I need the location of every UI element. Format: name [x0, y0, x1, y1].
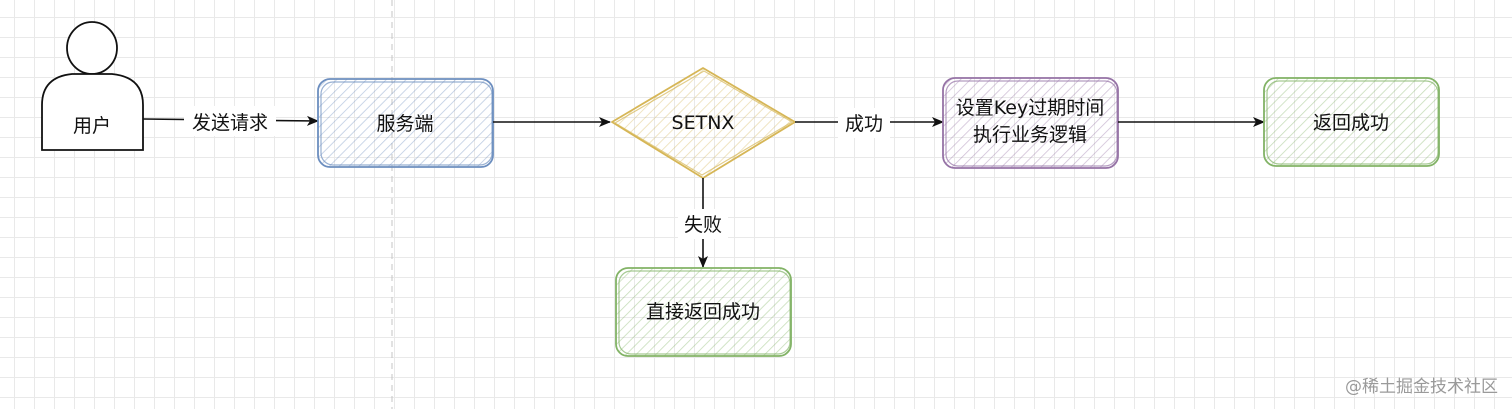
watermark-text: @稀土掘金技术社区 — [1345, 377, 1498, 397]
setnx-node[interactable]: SETNX — [611, 67, 796, 179]
edge-send-request: 发送请求 — [142, 106, 319, 136]
direct-return-node[interactable]: 直接返回成功 — [615, 267, 792, 357]
server-node[interactable]: 服务端 — [317, 78, 494, 168]
edge-success: 成功 — [795, 108, 944, 138]
user-label: 用户 — [73, 115, 111, 137]
user-body-icon — [41, 73, 144, 151]
return-success-label: 返回成功 — [1313, 112, 1389, 134]
server-label: 服务端 — [376, 113, 433, 135]
fail-label: 失败 — [684, 214, 722, 236]
set-expire-label-line1: 设置Key过期时间 — [956, 97, 1104, 119]
set-expire-label-line2: 执行业务逻辑 — [973, 124, 1087, 146]
edge-fail: 失败 — [678, 178, 728, 268]
setnx-label: SETNX — [672, 112, 735, 134]
return-success-node[interactable]: 返回成功 — [1263, 77, 1440, 167]
send-request-label: 发送请求 — [192, 112, 268, 134]
user-actor[interactable]: 用户 — [41, 21, 144, 151]
set-expire-node[interactable]: 设置Key过期时间 执行业务逻辑 — [942, 77, 1119, 169]
user-head-icon — [66, 21, 118, 75]
success-label: 成功 — [845, 113, 883, 135]
direct-return-label: 直接返回成功 — [646, 301, 760, 323]
